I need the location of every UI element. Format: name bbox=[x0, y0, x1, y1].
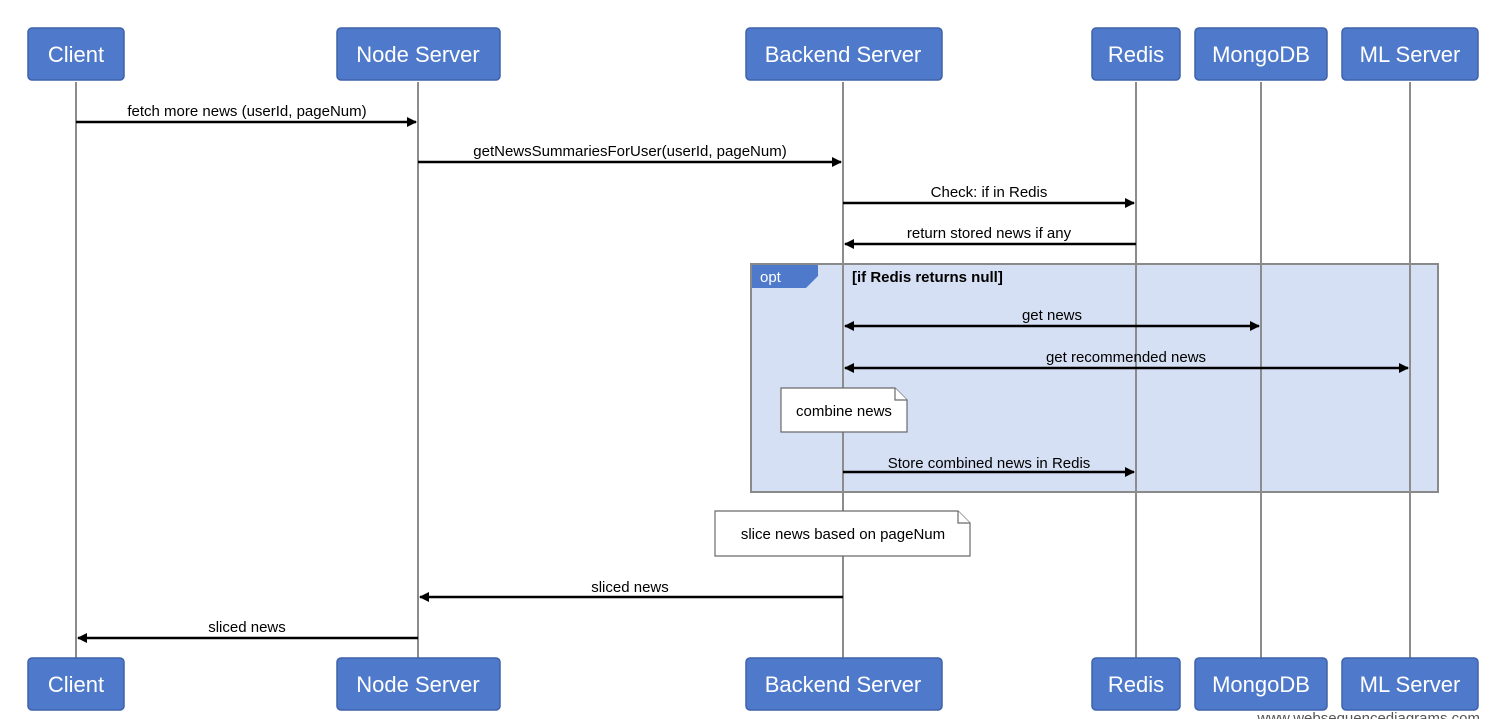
participant-mongodb-bottom: MongoDB bbox=[1194, 657, 1328, 711]
note-combine-news-text: combine news bbox=[796, 403, 892, 420]
message-get-news-summaries: getNewsSummariesForUser(userId, pageNum) bbox=[418, 143, 842, 167]
opt-frame: opt [if Redis returns null] bbox=[750, 263, 1439, 493]
message-fetch-more-news-label: fetch more news (userId, pageNum) bbox=[127, 103, 366, 120]
participant-backend-server-bottom: Backend Server bbox=[745, 657, 943, 711]
participant-ml-server-bottom-label: ML Server bbox=[1360, 672, 1461, 697]
opt-frame-tag: opt bbox=[760, 269, 782, 286]
note-combine-news: combine news bbox=[780, 387, 908, 433]
participant-node-server-top: Node Server bbox=[336, 27, 501, 81]
message-sliced-news-to-client-label: sliced news bbox=[208, 619, 286, 636]
participant-node-server-bottom: Node Server bbox=[336, 657, 501, 711]
participant-backend-server-bottom-label: Backend Server bbox=[765, 672, 922, 697]
note-slice-news-text: slice news based on pageNum bbox=[741, 526, 945, 543]
participant-mongodb-top-label: MongoDB bbox=[1212, 42, 1310, 67]
message-get-recommended-news: get recommended news bbox=[844, 349, 1409, 373]
participant-client-top-label: Client bbox=[48, 42, 104, 67]
participant-client-bottom: Client bbox=[27, 657, 125, 711]
participant-redis-bottom: Redis bbox=[1091, 657, 1181, 711]
note-slice-news: slice news based on pageNum bbox=[714, 510, 971, 557]
message-get-recommended-news-label: get recommended news bbox=[1046, 349, 1206, 366]
message-get-news-label: get news bbox=[1022, 307, 1082, 324]
message-check-redis-label: Check: if in Redis bbox=[931, 184, 1048, 201]
participant-redis-bottom-label: Redis bbox=[1108, 672, 1164, 697]
participant-node-server-top-label: Node Server bbox=[356, 42, 480, 67]
participant-ml-server-top: ML Server bbox=[1341, 27, 1479, 81]
participant-node-server-bottom-label: Node Server bbox=[356, 672, 480, 697]
message-get-news: get news bbox=[844, 307, 1260, 331]
opt-frame-tab bbox=[752, 265, 818, 288]
message-store-combined-news-label: Store combined news in Redis bbox=[888, 455, 1091, 472]
participant-ml-server-bottom: ML Server bbox=[1341, 657, 1479, 711]
watermark-text: www.websequencediagrams.com bbox=[1256, 710, 1480, 719]
participant-ml-server-top-label: ML Server bbox=[1360, 42, 1461, 67]
participant-backend-server-top: Backend Server bbox=[745, 27, 943, 81]
opt-frame-condition: [if Redis returns null] bbox=[852, 269, 1003, 286]
message-sliced-news-to-node: sliced news bbox=[419, 579, 843, 602]
message-check-redis: Check: if in Redis bbox=[843, 184, 1135, 208]
message-return-stored-news-label: return stored news if any bbox=[907, 225, 1072, 242]
participant-mongodb-top: MongoDB bbox=[1194, 27, 1328, 81]
participant-mongodb-bottom-label: MongoDB bbox=[1212, 672, 1310, 697]
message-get-news-summaries-label: getNewsSummariesForUser(userId, pageNum) bbox=[473, 143, 786, 160]
participant-redis-top-label: Redis bbox=[1108, 42, 1164, 67]
message-sliced-news-to-node-label: sliced news bbox=[591, 579, 669, 596]
message-store-combined-news: Store combined news in Redis bbox=[843, 455, 1135, 477]
participant-client-bottom-label: Client bbox=[48, 672, 104, 697]
participant-redis-top: Redis bbox=[1091, 27, 1181, 81]
participant-client-top: Client bbox=[27, 27, 125, 81]
message-fetch-more-news: fetch more news (userId, pageNum) bbox=[76, 103, 417, 127]
participant-backend-server-top-label: Backend Server bbox=[765, 42, 922, 67]
message-sliced-news-to-client: sliced news bbox=[77, 619, 418, 643]
message-return-stored-news: return stored news if any bbox=[844, 225, 1136, 249]
